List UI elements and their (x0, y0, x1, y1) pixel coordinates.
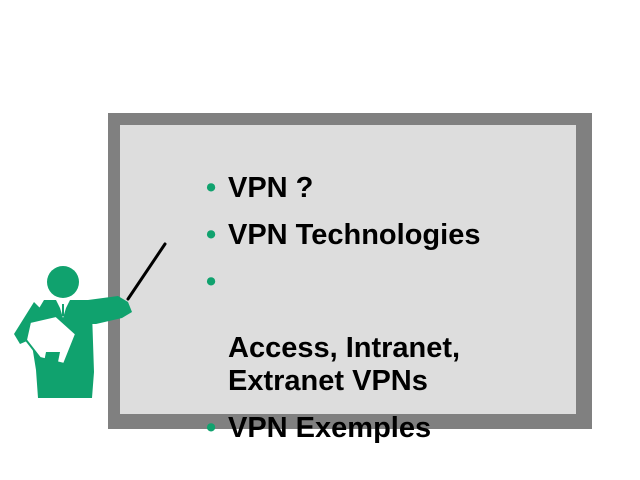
agenda-item: • Access, Intranet, Extranet VPNs (206, 266, 480, 398)
agenda-item-text: Access, Intranet, Extranet VPNs (228, 332, 461, 397)
whiteboard-surface: • VPN ? • VPN Technologies • Access, Int… (120, 125, 576, 444)
agenda-list: • VPN ? • VPN Technologies • Access, Int… (206, 172, 480, 459)
agenda-item-text: VPN Exemples (228, 412, 432, 444)
bullet-dot-icon: • (206, 219, 217, 251)
agenda-item-text: VPN ? (228, 172, 314, 204)
presenter-hand (44, 352, 60, 362)
bullet-dot-icon: • (206, 266, 217, 298)
agenda-item: • VPN ? (206, 172, 480, 205)
bullet-dot-icon: • (206, 412, 217, 444)
agenda-item: • VPN Technologies (206, 219, 480, 252)
whiteboard-frame: • VPN ? • VPN Technologies • Access, Int… (108, 113, 592, 444)
presenter-head (47, 266, 79, 298)
presenter-collar (56, 300, 70, 318)
presenter-left-arm (14, 302, 44, 344)
presenter-body (26, 300, 94, 398)
agenda-item-text: VPN Technologies (228, 219, 481, 251)
bullet-dot-icon: • (206, 172, 217, 204)
agenda-item: • VPN Exemples (206, 412, 480, 445)
presenter-paper (24, 314, 78, 366)
